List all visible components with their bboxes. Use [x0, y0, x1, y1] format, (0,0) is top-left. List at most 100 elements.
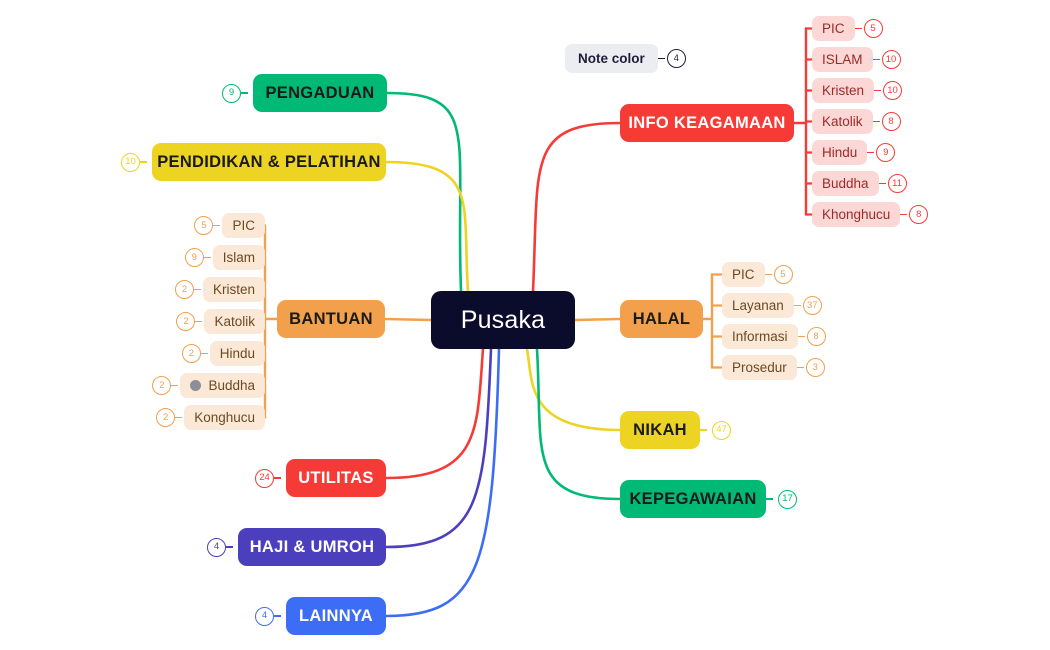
leaf-label: PIC — [732, 267, 755, 282]
badge-connector — [175, 416, 183, 419]
branch-node-pengaduan[interactable]: PENGADUAN — [253, 74, 387, 112]
leaf-badge-bantuan-6[interactable]: 2 — [156, 408, 176, 427]
badge-connector — [657, 57, 665, 60]
leaf-badge-info-keagamaan-1[interactable]: 10 — [881, 50, 901, 69]
leaf-label: Buddha — [822, 176, 869, 191]
badge-count: 8 — [916, 208, 922, 220]
leaf-badge-bantuan-3[interactable]: 2 — [176, 312, 196, 331]
leaf-node-bantuan-4[interactable]: Hindu — [209, 341, 265, 366]
badge-count: 2 — [163, 411, 169, 423]
branch-label: HAJI & UMROH — [249, 537, 375, 556]
branch-label: BANTUAN — [289, 309, 373, 328]
branch-badge-kepegawaian[interactable]: 17 — [778, 489, 797, 509]
note-color-legend[interactable]: Note color — [565, 44, 658, 73]
leaf-label: Katolik — [214, 314, 255, 329]
branch-node-halal[interactable]: HALAL — [620, 300, 703, 338]
leaf-badge-info-keagamaan-4[interactable]: 9 — [876, 143, 896, 162]
leaf-label: ISLAM — [822, 52, 863, 67]
branch-badge-utilitas[interactable]: 24 — [255, 468, 274, 488]
leaf-node-info-keagamaan-1[interactable]: ISLAM — [812, 47, 873, 72]
leaf-node-bantuan-0[interactable]: PIC — [222, 213, 265, 238]
leaf-node-bantuan-3[interactable]: Katolik — [204, 309, 265, 334]
leaf-node-bantuan-2[interactable]: Kristen — [202, 277, 265, 302]
leaf-label: Hindu — [219, 346, 255, 361]
badge-connector — [797, 335, 805, 338]
branch-node-haji-umroh[interactable]: HAJI & UMROH — [238, 528, 386, 566]
badge-connector — [874, 89, 882, 92]
branch-badge-pengaduan[interactable]: 9 — [222, 83, 241, 103]
branch-node-kepegawaian[interactable]: KEPEGAWAIAN — [620, 480, 766, 518]
branch-label: LAINNYA — [299, 606, 373, 625]
badge-count: 2 — [188, 347, 194, 359]
leaf-node-info-keagamaan-4[interactable]: Hindu — [812, 140, 868, 165]
leaf-badge-info-keagamaan-5[interactable]: 11 — [887, 174, 907, 193]
leaf-node-info-keagamaan-3[interactable]: Katolik — [812, 109, 873, 134]
badge-count: 4 — [261, 610, 268, 622]
leaf-node-bantuan-5[interactable]: Buddha — [180, 373, 265, 398]
badge-count: 17 — [782, 493, 793, 505]
leaf-marker-dot — [190, 380, 202, 391]
leaf-badge-halal-0[interactable]: 5 — [773, 265, 793, 284]
branch-node-nikah[interactable]: NIKAH — [620, 411, 700, 449]
branch-badge-haji-umroh[interactable]: 4 — [207, 537, 226, 557]
leaf-badge-bantuan-5[interactable]: 2 — [152, 376, 172, 395]
leaf-node-halal-3[interactable]: Prosedur — [722, 355, 797, 380]
branch-node-info-keagamaan[interactable]: INFO KEAGAMAAN — [620, 104, 794, 142]
leaf-label: Buddha — [208, 378, 255, 393]
leaf-node-info-keagamaan-0[interactable]: PIC — [812, 16, 855, 41]
leaf-node-info-keagamaan-6[interactable]: Khonghucu — [812, 202, 901, 227]
branch-badge-nikah[interactable]: 47 — [712, 420, 731, 440]
leaf-badge-halal-2[interactable]: 8 — [806, 327, 826, 346]
badge-connector — [226, 546, 233, 548]
badge-connector — [867, 151, 875, 154]
leaf-badge-bantuan-0[interactable]: 5 — [194, 216, 214, 235]
leaf-node-halal-1[interactable]: Layanan — [722, 293, 794, 318]
central-node[interactable]: Pusaka — [431, 291, 575, 349]
leaf-badge-halal-1[interactable]: 37 — [802, 296, 822, 315]
leaf-badge-info-keagamaan-6[interactable]: 8 — [909, 205, 929, 224]
badge-count: 8 — [888, 115, 894, 127]
leaf-badge-halal-3[interactable]: 3 — [805, 358, 825, 377]
leaf-label: Prosedur — [732, 360, 787, 375]
branch-badge-pendidikan-pelatihan[interactable]: 10 — [121, 152, 140, 172]
leaf-label: Islam — [222, 250, 255, 265]
badge-connector — [140, 161, 147, 163]
leaf-badge-info-keagamaan-0[interactable]: 5 — [863, 19, 883, 38]
branch-label: NIKAH — [633, 420, 687, 439]
leaf-node-halal-2[interactable]: Informasi — [722, 324, 798, 349]
badge-connector — [274, 615, 281, 617]
leaf-node-info-keagamaan-2[interactable]: Kristen — [812, 78, 875, 103]
badge-connector — [854, 27, 862, 30]
leaf-badge-info-keagamaan-2[interactable]: 10 — [883, 81, 903, 100]
branch-node-pendidikan-pelatihan[interactable]: PENDIDIKAN & PELATIHAN — [152, 143, 386, 181]
branch-badge-lainnya[interactable]: 4 — [255, 606, 274, 626]
badge-count: 37 — [807, 299, 818, 311]
leaf-node-halal-0[interactable]: PIC — [722, 262, 765, 287]
branch-node-bantuan[interactable]: BANTUAN — [277, 300, 385, 338]
leaf-badge-bantuan-1[interactable]: 9 — [184, 248, 204, 267]
badge-count: 10 — [887, 84, 898, 96]
note-color-badge[interactable]: 4 — [666, 49, 686, 68]
branch-node-lainnya[interactable]: LAINNYA — [286, 597, 386, 635]
leaf-badge-info-keagamaan-3[interactable]: 8 — [881, 112, 901, 131]
badge-connector — [241, 92, 248, 94]
leaf-node-info-keagamaan-5[interactable]: Buddha — [812, 171, 879, 196]
leaf-node-bantuan-1[interactable]: Islam — [212, 245, 265, 270]
branch-node-utilitas[interactable]: UTILITAS — [286, 459, 386, 497]
badge-connector — [793, 304, 801, 307]
branch-label: INFO KEAGAMAAN — [628, 113, 786, 132]
leaf-badge-bantuan-4[interactable]: 2 — [181, 344, 201, 363]
badge-count: 2 — [183, 315, 189, 327]
badge-connector — [213, 224, 221, 227]
leaf-badge-bantuan-2[interactable]: 2 — [174, 280, 194, 299]
badge-connector — [872, 120, 880, 123]
leaf-label: PIC — [232, 218, 255, 233]
badge-connector — [872, 58, 880, 61]
badge-connector — [900, 213, 908, 216]
leaf-node-bantuan-6[interactable]: Konghucu — [184, 405, 265, 430]
badge-connector — [200, 352, 208, 355]
leaf-label: Hindu — [822, 145, 858, 160]
badge-count: 5 — [870, 22, 876, 34]
branch-label: HALAL — [632, 309, 691, 328]
